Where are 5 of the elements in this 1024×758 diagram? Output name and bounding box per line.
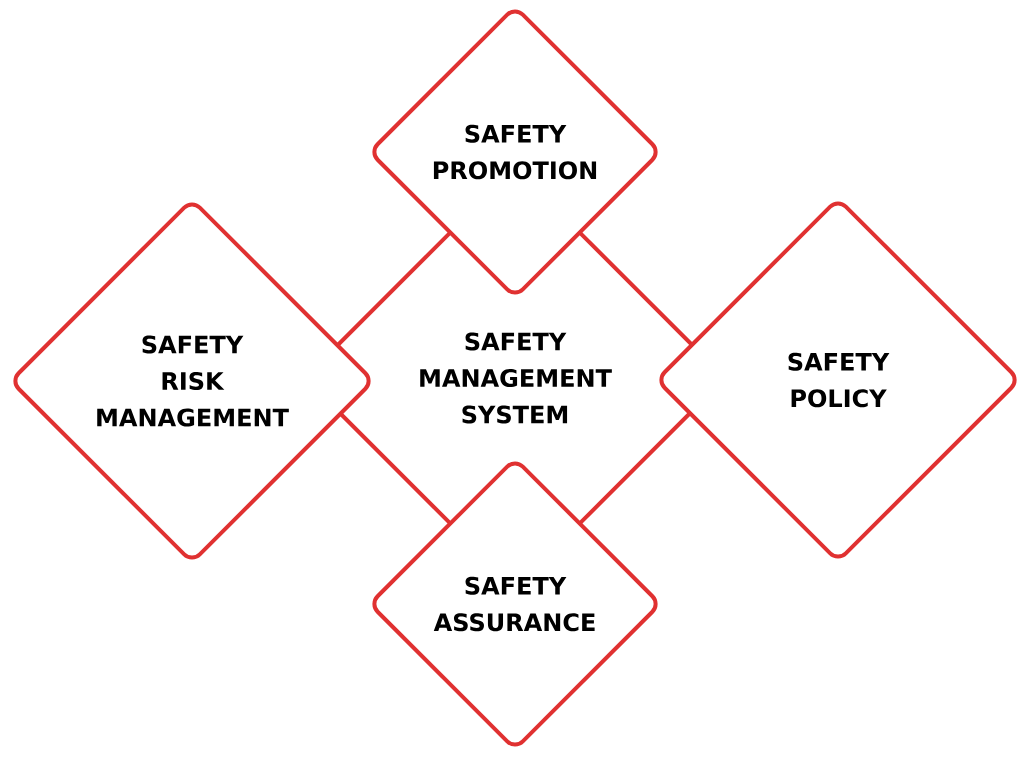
diamond-box: SAFETY ASSURANCE	[372, 461, 658, 747]
diamond-box: SAFETY RISK MANAGEMENT	[13, 202, 371, 560]
diamond-box: SAFETY PROMOTION	[372, 9, 658, 295]
node-label: SAFETY POLICY	[788, 352, 890, 408]
diamond-box: SAFETY POLICY	[659, 201, 1017, 559]
